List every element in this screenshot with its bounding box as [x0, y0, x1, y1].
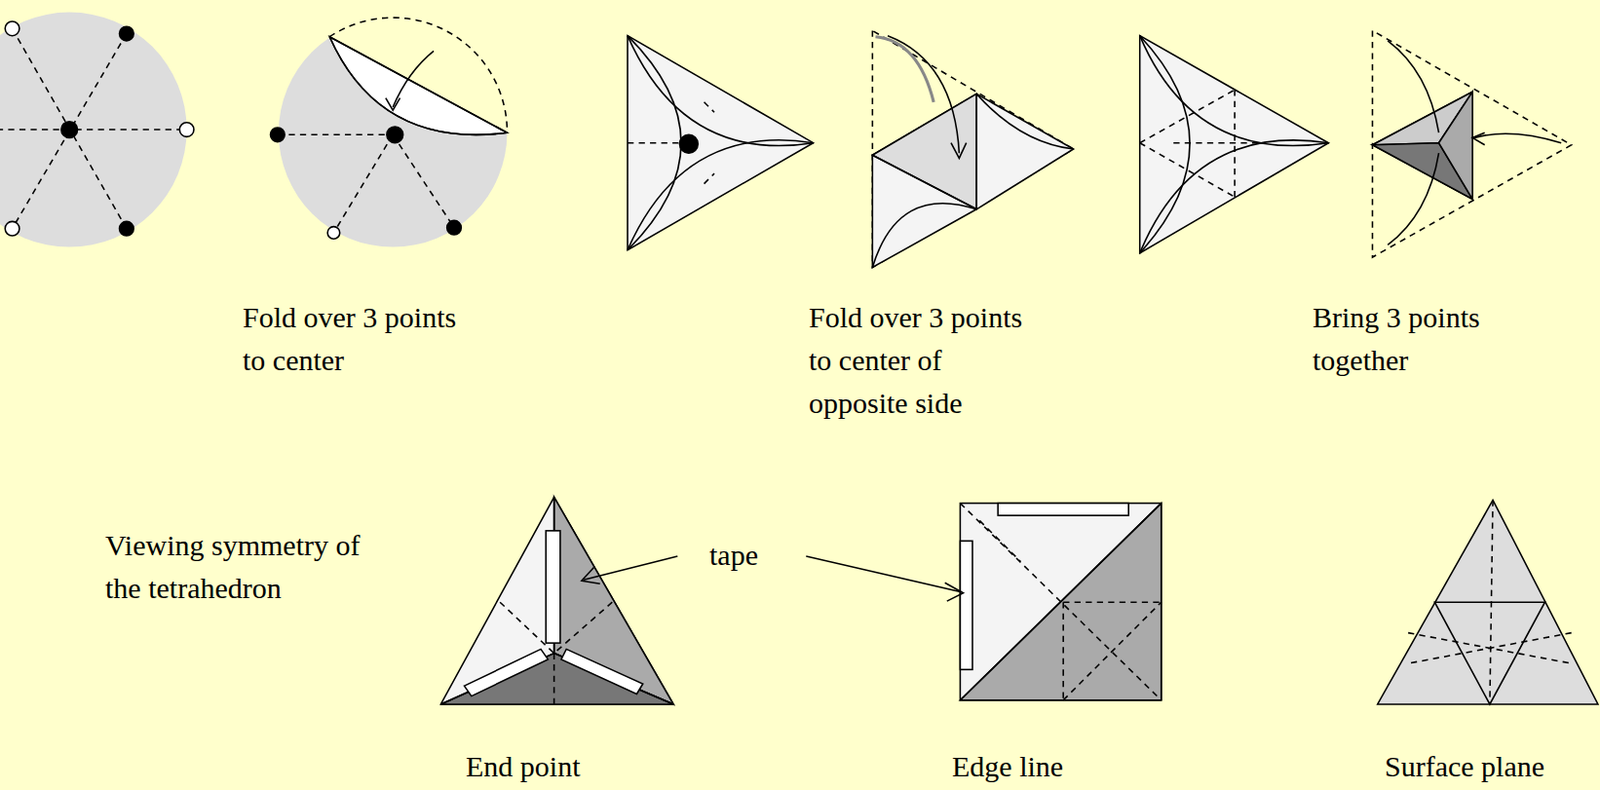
section-heading: Viewing symmetry of the tetrahedron: [105, 524, 364, 610]
view-caption: Edge line: [952, 745, 1128, 789]
callout-label: tape: [709, 533, 798, 577]
step-caption: Bring 3 points together: [1312, 296, 1542, 382]
step-caption: Fold over 3 points to center: [242, 296, 462, 382]
step-caption: Fold over 3 points to center of opposite…: [808, 296, 1029, 425]
view-caption: End point: [465, 745, 642, 789]
view-caption: Surface plane: [1384, 745, 1595, 789]
